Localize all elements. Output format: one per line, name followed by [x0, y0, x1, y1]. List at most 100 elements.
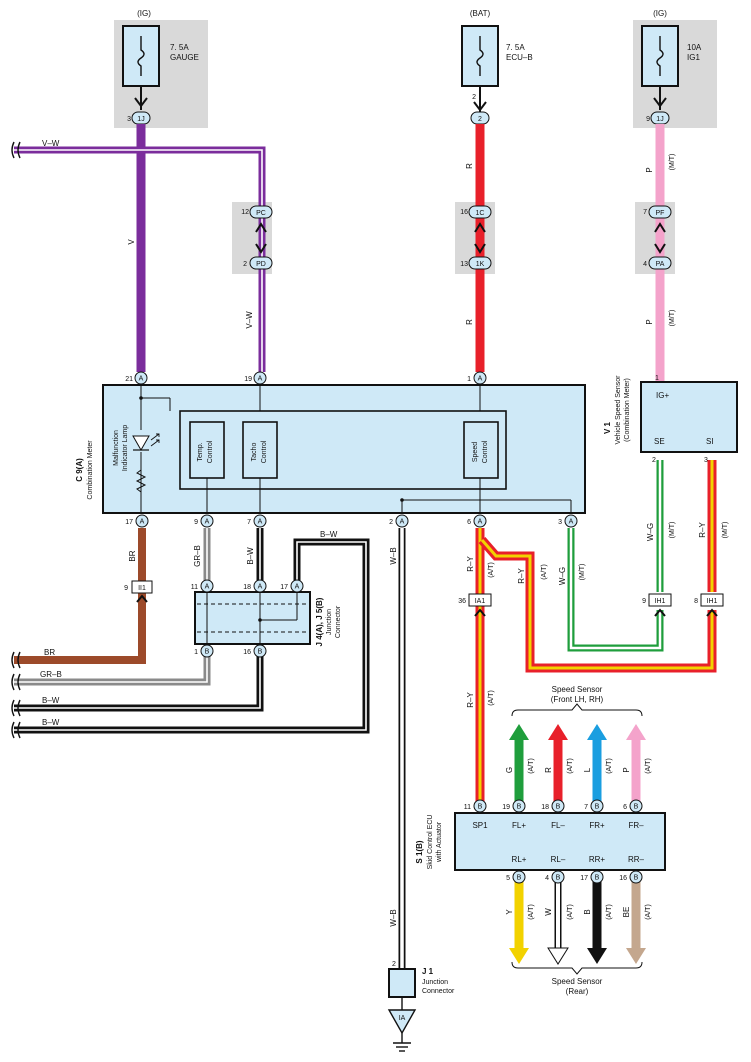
svg-text:(A/T): (A/T)	[528, 904, 535, 920]
fuse-ecub-rating: 7. 5A	[506, 43, 525, 52]
svg-text:16: 16	[460, 209, 468, 216]
svg-text:(A/T): (A/T)	[606, 758, 613, 774]
svg-text:R: R	[465, 319, 474, 325]
connector-pc: 12 PC	[241, 205, 273, 254]
fuse-ig1-supply: (IG)	[653, 9, 667, 18]
svg-text:A: A	[258, 376, 263, 383]
svg-text:1: 1	[467, 376, 471, 383]
svg-text:P: P	[645, 167, 654, 172]
svg-text:2: 2	[243, 261, 247, 268]
svg-text:2: 2	[392, 961, 396, 968]
svg-text:16: 16	[619, 875, 627, 882]
svg-text:RL–: RL–	[551, 855, 566, 864]
svg-text:Skid Control ECU: Skid Control ECU	[427, 815, 434, 870]
svg-text:W: W	[544, 908, 553, 916]
svg-text:Connector: Connector	[335, 605, 342, 638]
svg-text:(M/T): (M/T)	[669, 522, 676, 539]
skid-control-ecu: SP1 FL+ FL– FR+ FR– RL+ RL– RR+ RR– S 1(…	[415, 812, 666, 871]
svg-text:R: R	[465, 163, 474, 169]
connector-ih1-a: 9 IH1	[642, 593, 672, 617]
combination-meter: Temp. Control Tacho Control Speed Contro…	[75, 384, 586, 514]
svg-text:B: B	[258, 649, 263, 656]
svg-text:A: A	[569, 519, 574, 526]
svg-text:B–W: B–W	[320, 530, 338, 539]
svg-text:17: 17	[580, 875, 588, 882]
temp-control-line1: Temp.	[197, 442, 204, 461]
lamp-label-1: Malfunction	[113, 430, 120, 466]
svg-text:6: 6	[467, 519, 471, 526]
meter-id: C 9(A)	[75, 458, 84, 482]
wire-r-y-sensor	[478, 537, 717, 673]
svg-text:7: 7	[584, 804, 588, 811]
fuse-ig1-name: IG1	[687, 53, 700, 62]
svg-text:FR+: FR+	[589, 821, 605, 830]
svg-text:BE: BE	[622, 907, 631, 918]
svg-text:(A/T): (A/T)	[567, 758, 574, 774]
svg-text:B: B	[205, 649, 210, 656]
svg-text:2: 2	[652, 457, 656, 464]
svg-text:Junction: Junction	[326, 609, 333, 635]
svg-text:IG+: IG+	[656, 391, 669, 400]
svg-text:(A/T): (A/T)	[488, 562, 495, 578]
rear-sensor-label: (Rear)	[566, 987, 589, 996]
junction-j4-j5: 11 A 18 A 17 A 1 B 16 B J 4(A), J 5(B) J…	[191, 579, 342, 658]
svg-text:Speed Sensor: Speed Sensor	[552, 977, 603, 986]
rear-sensor-leads	[509, 880, 646, 965]
svg-text:17: 17	[125, 519, 133, 526]
connector-1c: 16 1C	[460, 205, 492, 254]
svg-text:R–Y: R–Y	[698, 522, 707, 538]
svg-text:A: A	[258, 519, 263, 526]
fuse-ig1: (IG) 10A IG1 9 1J	[633, 9, 717, 128]
svg-text:B: B	[634, 804, 639, 811]
fuse-ig1-pin: 1J	[650, 111, 670, 125]
fuse-gauge: (IG) 7. 5A GAUGE 3 1J	[114, 9, 208, 128]
svg-text:IA: IA	[399, 1015, 406, 1022]
svg-text:SI: SI	[706, 437, 714, 446]
svg-text:(M/T): (M/T)	[579, 564, 586, 581]
svg-text:PC: PC	[256, 210, 266, 217]
svg-text:11: 11	[464, 804, 471, 811]
svg-text:B: B	[634, 875, 639, 882]
svg-text:PD: PD	[256, 261, 266, 268]
svg-text:9: 9	[642, 598, 646, 605]
fuse-ig1-pin-num: 9	[646, 116, 650, 123]
svg-text:GR–B: GR–B	[193, 545, 202, 567]
front-sensor-leads	[509, 724, 646, 808]
svg-text:1: 1	[194, 649, 198, 656]
svg-text:12: 12	[241, 209, 249, 216]
junction-j1: 2 IA J 1 Junction Connector	[387, 961, 455, 1052]
svg-text:6: 6	[623, 804, 627, 811]
fuse-ecub-pin-num: 2	[472, 94, 476, 101]
svg-text:P: P	[622, 767, 631, 772]
svg-text:5: 5	[506, 875, 510, 882]
svg-text:RR+: RR+	[589, 855, 606, 864]
svg-text:Junction: Junction	[422, 979, 448, 986]
svg-text:B: B	[556, 804, 561, 811]
meter-bottom-pins: 17 A 9 A 7 A 2 A 6 A 3 A	[125, 514, 578, 528]
svg-text:A: A	[478, 376, 483, 383]
svg-text:SP1: SP1	[472, 821, 488, 830]
svg-text:16: 16	[243, 649, 251, 656]
svg-text:B–W: B–W	[246, 547, 255, 565]
meter-name: Combination Meter	[87, 440, 94, 500]
svg-text:(A/T): (A/T)	[541, 564, 548, 580]
ecu-id: S 1(B)	[415, 840, 424, 863]
svg-text:B: B	[556, 875, 561, 882]
svg-text:FL–: FL–	[551, 821, 565, 830]
svg-text:BR: BR	[128, 550, 137, 561]
svg-text:Control: Control	[482, 440, 489, 463]
vehicle-speed-sensor: IG+ SE SI 1 2 3 V 1 Vehicle Speed Sensor…	[603, 375, 738, 464]
wire-b-w-2	[14, 538, 370, 734]
svg-text:W–B: W–B	[389, 547, 398, 564]
svg-text:18: 18	[541, 804, 549, 811]
wire-w-g	[567, 528, 664, 652]
fuse-gauge-rating: 7. 5A	[170, 43, 189, 52]
svg-text:21: 21	[125, 376, 133, 383]
svg-text:(M/T): (M/T)	[722, 522, 729, 539]
fuse-gauge-supply: (IG)	[137, 9, 151, 18]
svg-text:RL+: RL+	[512, 855, 527, 864]
svg-text:(M/T): (M/T)	[669, 310, 676, 327]
fuse-ecub-name: ECU–B	[506, 53, 533, 62]
svg-text:B: B	[478, 804, 483, 811]
